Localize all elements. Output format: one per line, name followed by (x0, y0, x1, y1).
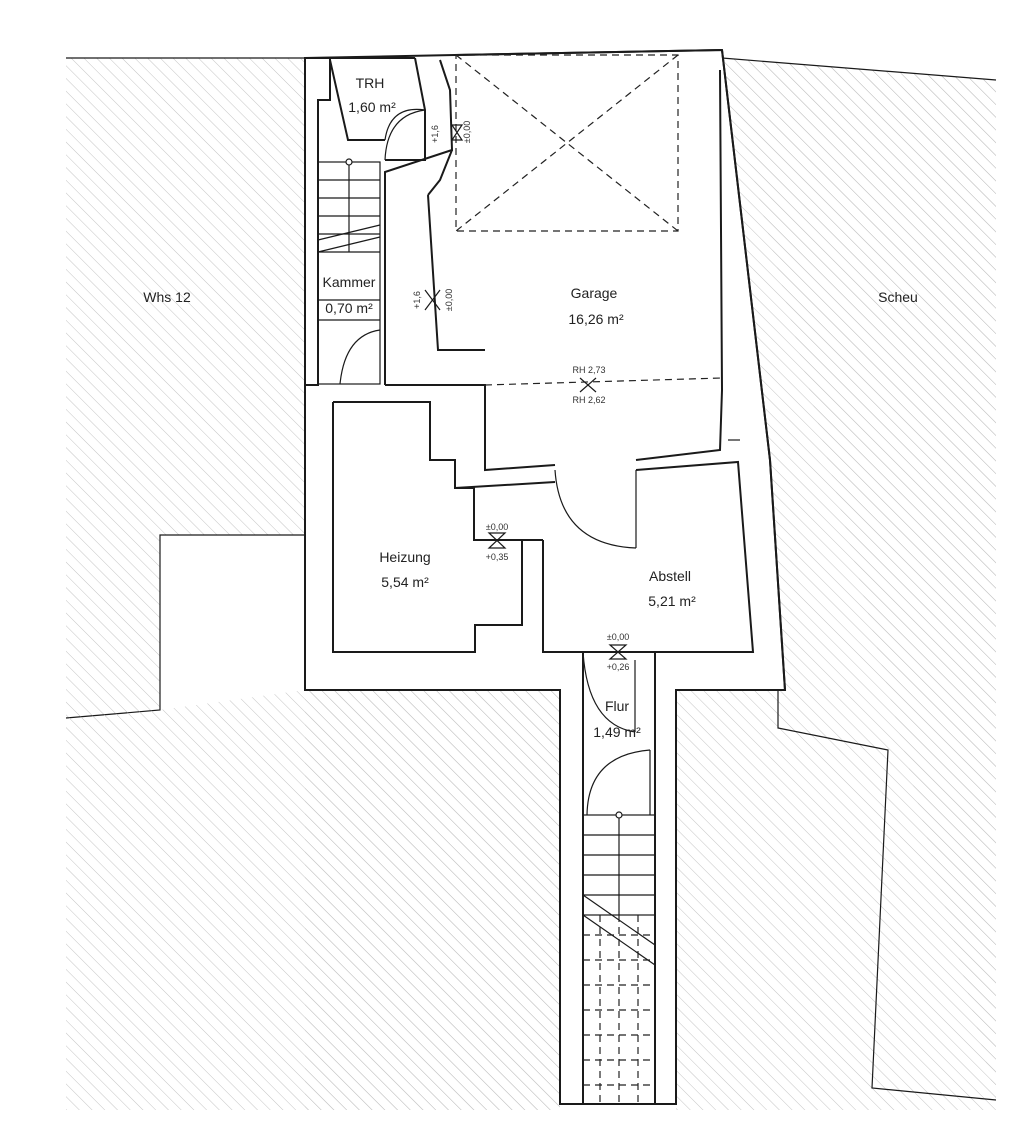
trh-name: TRH (356, 75, 385, 91)
garage-opening-dashed (455, 54, 679, 232)
level-marker-abstell (608, 644, 628, 660)
heizung-area: 5,54 m² (381, 574, 429, 590)
level-marker-garage (579, 377, 597, 393)
level-garage-bottom: RH 2,62 (572, 395, 605, 405)
garage-area: 16,26 m² (568, 311, 624, 327)
trh-area: 1,60 m² (348, 99, 396, 115)
flur-left-hatch (305, 690, 560, 1110)
kammer-name: Kammer (323, 274, 376, 290)
garage-walls (385, 54, 740, 472)
abstell-walls (522, 460, 755, 653)
abstell-name: Abstell (649, 568, 691, 584)
neighbor-left-label: Whs 12 (143, 289, 191, 305)
level-marker-kammer (424, 289, 441, 311)
neighbor-right-hatch (676, 57, 997, 1110)
level-trh-1: +1,6 (430, 125, 440, 143)
flur-area: 1,49 m² (593, 724, 641, 740)
level-garage-top: RH 2,73 (572, 365, 605, 375)
neighbor-right-label: Scheu (878, 289, 918, 305)
flur-stair (582, 651, 656, 1104)
level-marker-heizung (487, 532, 507, 549)
garage-name: Garage (571, 285, 618, 301)
level-kammer-2: ±0,00 (444, 289, 454, 311)
level-marker-trh (450, 124, 464, 141)
kammer-area: 0,70 m² (325, 300, 373, 316)
level-trh-2: ±0,00 (462, 121, 472, 143)
level-heizung-bottom: +0,35 (486, 552, 509, 562)
level-heizung-top: ±0,00 (486, 522, 508, 532)
heizung-walls (332, 401, 556, 653)
level-abstell-top: ±0,00 (607, 632, 629, 642)
outer-walls (304, 49, 786, 1104)
heizung-name: Heizung (379, 549, 430, 565)
level-kammer-1: +1,6 (412, 291, 422, 309)
level-abstell-bottom: +0,26 (607, 662, 630, 672)
flur-name: Flur (605, 698, 629, 714)
abstell-area: 5,21 m² (648, 593, 696, 609)
kammer-stair (317, 158, 381, 385)
